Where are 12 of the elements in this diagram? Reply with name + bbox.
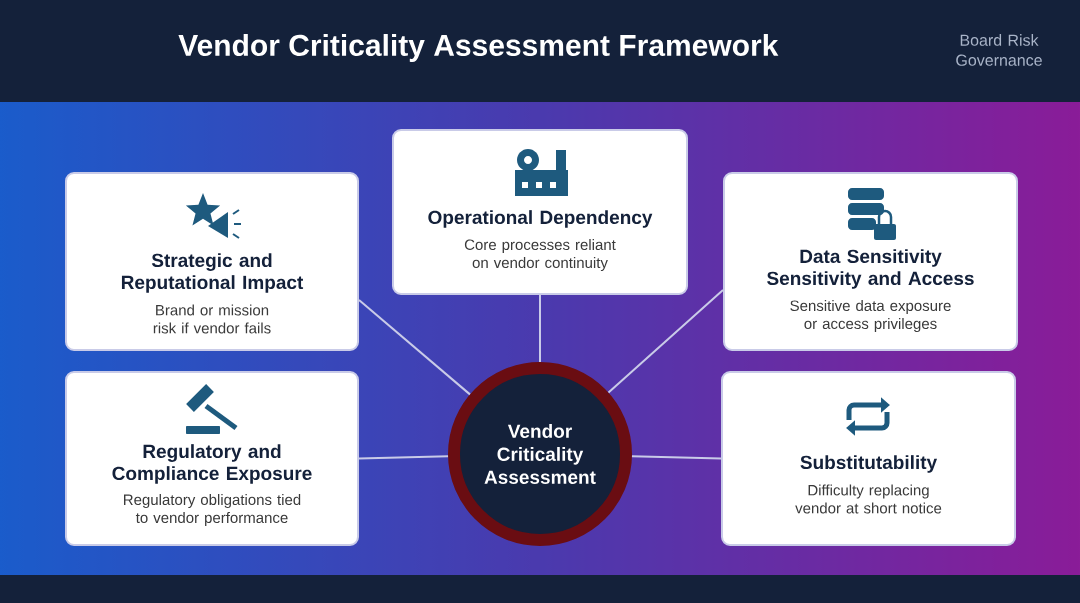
connector-line xyxy=(630,455,722,460)
connector-line xyxy=(358,299,471,396)
info-card: Substitutability Difficulty replacing vendor at short notice xyxy=(721,371,1016,546)
subtitle: Board Risk Governance xyxy=(956,34,1042,66)
connector-line xyxy=(539,294,541,363)
connector-line xyxy=(358,455,450,460)
connector-line xyxy=(607,289,724,394)
info-card: Regulatory and Compliance Exposure Regulatory obligations tied to vendor performance xyxy=(65,371,359,546)
info-card: Data Sensitivity Sensitivity and Access Sensitive data exposure or access privileges xyxy=(723,172,1018,351)
info-card: Operational Dependency Core processes reliant on vendor continuity xyxy=(392,129,688,295)
title: Vendor Criticality Assessment Framework xyxy=(178,34,779,62)
info-card: Strategic and Reputational Impact Brand or mission risk if vendor fails xyxy=(65,172,359,351)
